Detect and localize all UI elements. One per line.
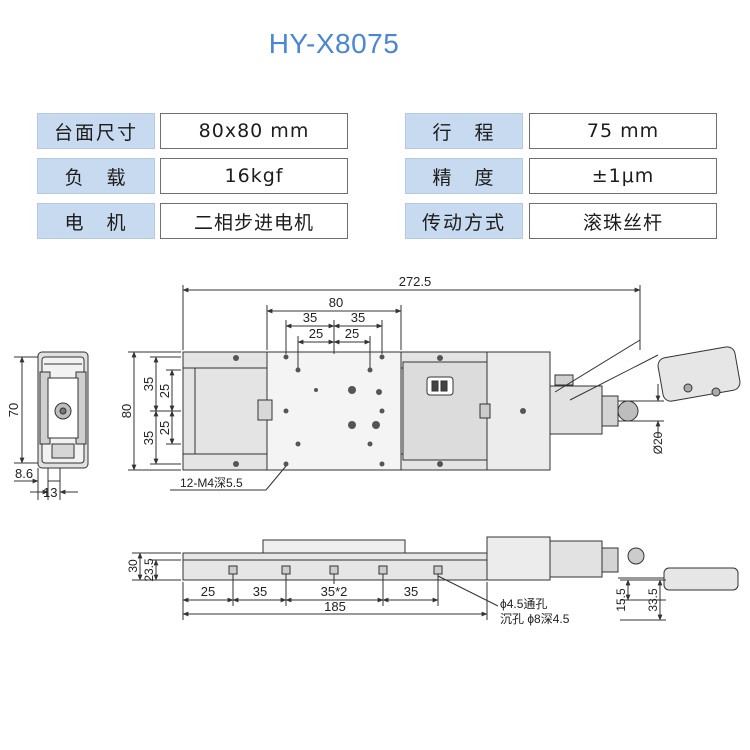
dim-bottom-35a: 35: [253, 584, 267, 599]
label-through-hole: ϕ4.5通孔: [500, 597, 547, 611]
product-title: HY-X8075: [268, 28, 400, 59]
dim-bottom-35b: 35: [404, 584, 418, 599]
front-view: [132, 536, 739, 621]
spec-value: 16kgf: [160, 158, 348, 194]
spec-value: 80x80 mm: [160, 113, 348, 149]
spec-row: 负 载 16kgf 精 度 ±1μm: [37, 158, 717, 194]
dim-pitch-25-v: 25: [157, 421, 172, 435]
dim-side-height: 70: [6, 403, 21, 417]
dim-pitch-25: 25: [309, 326, 323, 341]
dim-pitch-25: 25: [345, 326, 359, 341]
dim-pitch-35: 35: [351, 310, 365, 325]
dim-front-height: 30: [126, 559, 140, 573]
dim-side-width: 13: [43, 485, 57, 500]
dim-pitch-35-v: 35: [141, 377, 156, 391]
side-view: [14, 351, 89, 500]
spec-value: 二相步进电机: [160, 203, 348, 239]
mount-holes: [233, 354, 526, 467]
label-mount-holes: 12-M4深5.5: [180, 476, 243, 490]
label-counter-bore: 沉孔 ϕ8深4.5: [500, 612, 570, 626]
spec-row: 电 机 二相步进电机 传动方式 滚珠丝杆: [37, 203, 717, 239]
spec-value: ±1μm: [529, 158, 717, 194]
dim-table-width: 80: [329, 295, 343, 310]
dim-height-80: 80: [119, 404, 134, 418]
dim-base-length: 185: [324, 599, 346, 614]
dim-front-height2: 23.5: [142, 558, 156, 582]
spec-label: 电 机: [37, 203, 155, 239]
dim-side-offset: 8.6: [15, 466, 33, 481]
dim-bottom-25: 25: [201, 584, 215, 599]
dim-motor-h1: 15.5: [614, 588, 628, 612]
dim-pitch-35: 35: [303, 310, 317, 325]
spec-label: 行 程: [405, 113, 523, 149]
spec-label: 负 载: [37, 158, 155, 194]
dim-pitch-25-v: 25: [157, 384, 172, 398]
dim-bottom-35x2: 35*2: [321, 584, 348, 599]
spec-value: 滚珠丝杆: [529, 203, 717, 239]
spec-label: 台面尺寸: [37, 113, 155, 149]
dim-overall-length: 272.5: [399, 274, 432, 289]
top-view: [128, 285, 741, 491]
dim-motor-h2: 33.5: [646, 588, 660, 612]
dim-knob-dia: Ø20: [651, 431, 665, 454]
spec-row: 台面尺寸 80x80 mm 行 程 75 mm: [37, 113, 717, 149]
spec-label: 传动方式: [405, 203, 523, 239]
dim-pitch-35-v: 35: [141, 431, 156, 445]
spec-label: 精 度: [405, 158, 523, 194]
spec-value: 75 mm: [529, 113, 717, 149]
